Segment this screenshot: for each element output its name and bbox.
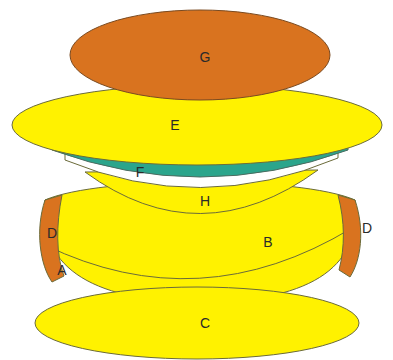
part-letter: D — [47, 226, 57, 240]
part-letter: C — [200, 316, 210, 330]
body-part — [44, 182, 355, 302]
part-letter: H — [200, 194, 210, 208]
divider-line — [45, 228, 352, 279]
part-letter: E — [170, 118, 179, 132]
base-disc — [35, 287, 359, 359]
part-letter: D — [362, 221, 372, 235]
side-band — [338, 195, 361, 277]
part-letter: G — [200, 50, 211, 64]
part-letter: B — [263, 235, 272, 249]
part-letter: A — [57, 263, 66, 277]
part-letter: F — [136, 165, 145, 179]
disc — [70, 10, 330, 100]
